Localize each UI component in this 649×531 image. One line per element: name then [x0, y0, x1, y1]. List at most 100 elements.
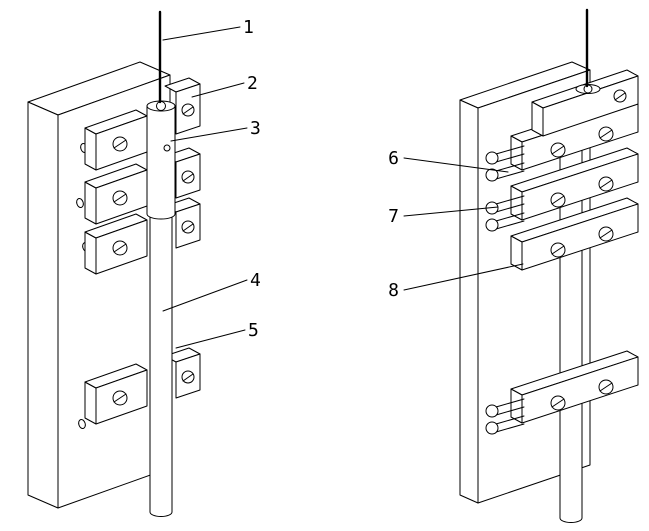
- screw-slot: [599, 179, 613, 189]
- plate-side-face: [459, 99, 479, 504]
- callout-label-2: 2: [247, 73, 258, 94]
- hole-icon: [76, 198, 84, 208]
- bolt-shaft: [495, 170, 525, 180]
- bar-front-face: [521, 203, 639, 271]
- top-fitting-block: [531, 8, 639, 137]
- bar-front-face: [521, 153, 639, 221]
- callout-label-7: 7: [388, 206, 399, 227]
- block-end-face: [531, 101, 544, 137]
- block-front-face: [175, 353, 201, 399]
- bolt-shaft: [495, 212, 525, 222]
- screw-icon: [112, 136, 128, 152]
- hole-icon: [78, 419, 86, 429]
- clamp-block-2: [84, 163, 148, 225]
- callouts-right: 6 7 8: [388, 148, 524, 301]
- screw-slot: [599, 382, 613, 392]
- leader-line-3: [170, 127, 248, 142]
- leader-line-2: [191, 82, 245, 98]
- screw-slot: [599, 229, 613, 239]
- bolt-shaft: [495, 195, 525, 205]
- bolt-pins-bar-bottom: [485, 398, 525, 435]
- leader-line-4: [162, 279, 248, 312]
- block-end-face: [84, 231, 97, 275]
- screw-slot: [551, 195, 565, 205]
- screw-icon: [112, 190, 128, 206]
- screw-slot: [551, 145, 565, 155]
- left-assembly: 1 2 3 4 5: [27, 10, 261, 517]
- right-assembly: 6 7 8: [388, 8, 639, 523]
- bolt-head-icon: [485, 151, 499, 165]
- screw-slot: [182, 223, 194, 232]
- block-front-face: [175, 203, 201, 249]
- screw-slot: [113, 393, 127, 403]
- screw-icon: [550, 142, 566, 158]
- screw-icon: [181, 220, 195, 234]
- screw-slot: [614, 92, 626, 101]
- block-end-face: [84, 127, 97, 171]
- bar-front-face: [521, 356, 639, 424]
- callout-label-1: 1: [243, 17, 254, 38]
- clamp-block-1: [84, 109, 148, 171]
- screw-slot: [599, 129, 613, 139]
- leader-line-5: [175, 329, 246, 349]
- bolt-shaft: [495, 145, 525, 155]
- screw-slot: [113, 243, 127, 253]
- screw-slot: [113, 139, 127, 149]
- bolt-shaft: [495, 415, 525, 425]
- bolt-head-icon: [485, 218, 499, 232]
- screw-slot: [551, 398, 565, 408]
- screw-icon: [598, 126, 614, 142]
- screw-icon: [598, 379, 614, 395]
- screw-icon: [598, 176, 614, 192]
- bolt-shaft: [495, 162, 525, 172]
- clamp-block-bottom: [84, 363, 148, 425]
- screw-slot: [182, 373, 194, 382]
- screw-slot: [113, 193, 127, 203]
- block-front-face: [175, 153, 201, 199]
- coupler-body: [146, 105, 176, 220]
- clamp-bar-2: [510, 147, 639, 221]
- rod-pipe: [146, 10, 176, 517]
- screw-slot: [182, 173, 194, 182]
- bolt-shaft: [495, 220, 525, 230]
- block-end-face: [84, 181, 97, 225]
- bolt-pins-bar-2: [485, 195, 525, 232]
- block-front-face: [175, 83, 201, 135]
- screw-slot: [551, 245, 565, 255]
- bolt-head-icon: [485, 168, 499, 182]
- screw-icon: [598, 226, 614, 242]
- screw-icon: [550, 395, 566, 411]
- bolt-shaft: [495, 398, 525, 408]
- screw-icon: [112, 240, 128, 256]
- block-front-face: [542, 75, 639, 137]
- screw-icon: [181, 170, 195, 184]
- callout-label-4: 4: [250, 270, 261, 291]
- leader-line-7: [403, 206, 499, 217]
- bolt-shaft: [495, 153, 525, 163]
- pipe-body: [149, 213, 173, 517]
- leader-line-8: [403, 263, 524, 291]
- screw-icon: [550, 192, 566, 208]
- callouts-left: 1 2 3 4 5: [162, 17, 261, 349]
- clamp-half-right-bottom: [164, 347, 201, 399]
- leader-line-6: [403, 157, 509, 173]
- screw-icon: [613, 89, 627, 103]
- bolt-pins-bar-1: [485, 145, 525, 182]
- block-end-face: [84, 381, 97, 425]
- clamp-block-3: [84, 213, 148, 275]
- callout-label-5: 5: [248, 320, 259, 341]
- set-screw-hole: [163, 144, 171, 152]
- bolt-shaft: [495, 423, 525, 433]
- bolt-head-icon: [485, 404, 499, 418]
- screw-icon: [112, 390, 128, 406]
- bolt-shaft: [495, 406, 525, 416]
- clamp-bar-bottom: [510, 350, 639, 424]
- screw-icon: [550, 242, 566, 258]
- callout-label-6: 6: [388, 148, 399, 169]
- screw-icon: [181, 370, 195, 384]
- plate-side-face: [27, 101, 59, 509]
- callout-label-8: 8: [388, 280, 399, 301]
- screw-slot: [182, 106, 194, 115]
- bolt-shaft: [495, 203, 525, 213]
